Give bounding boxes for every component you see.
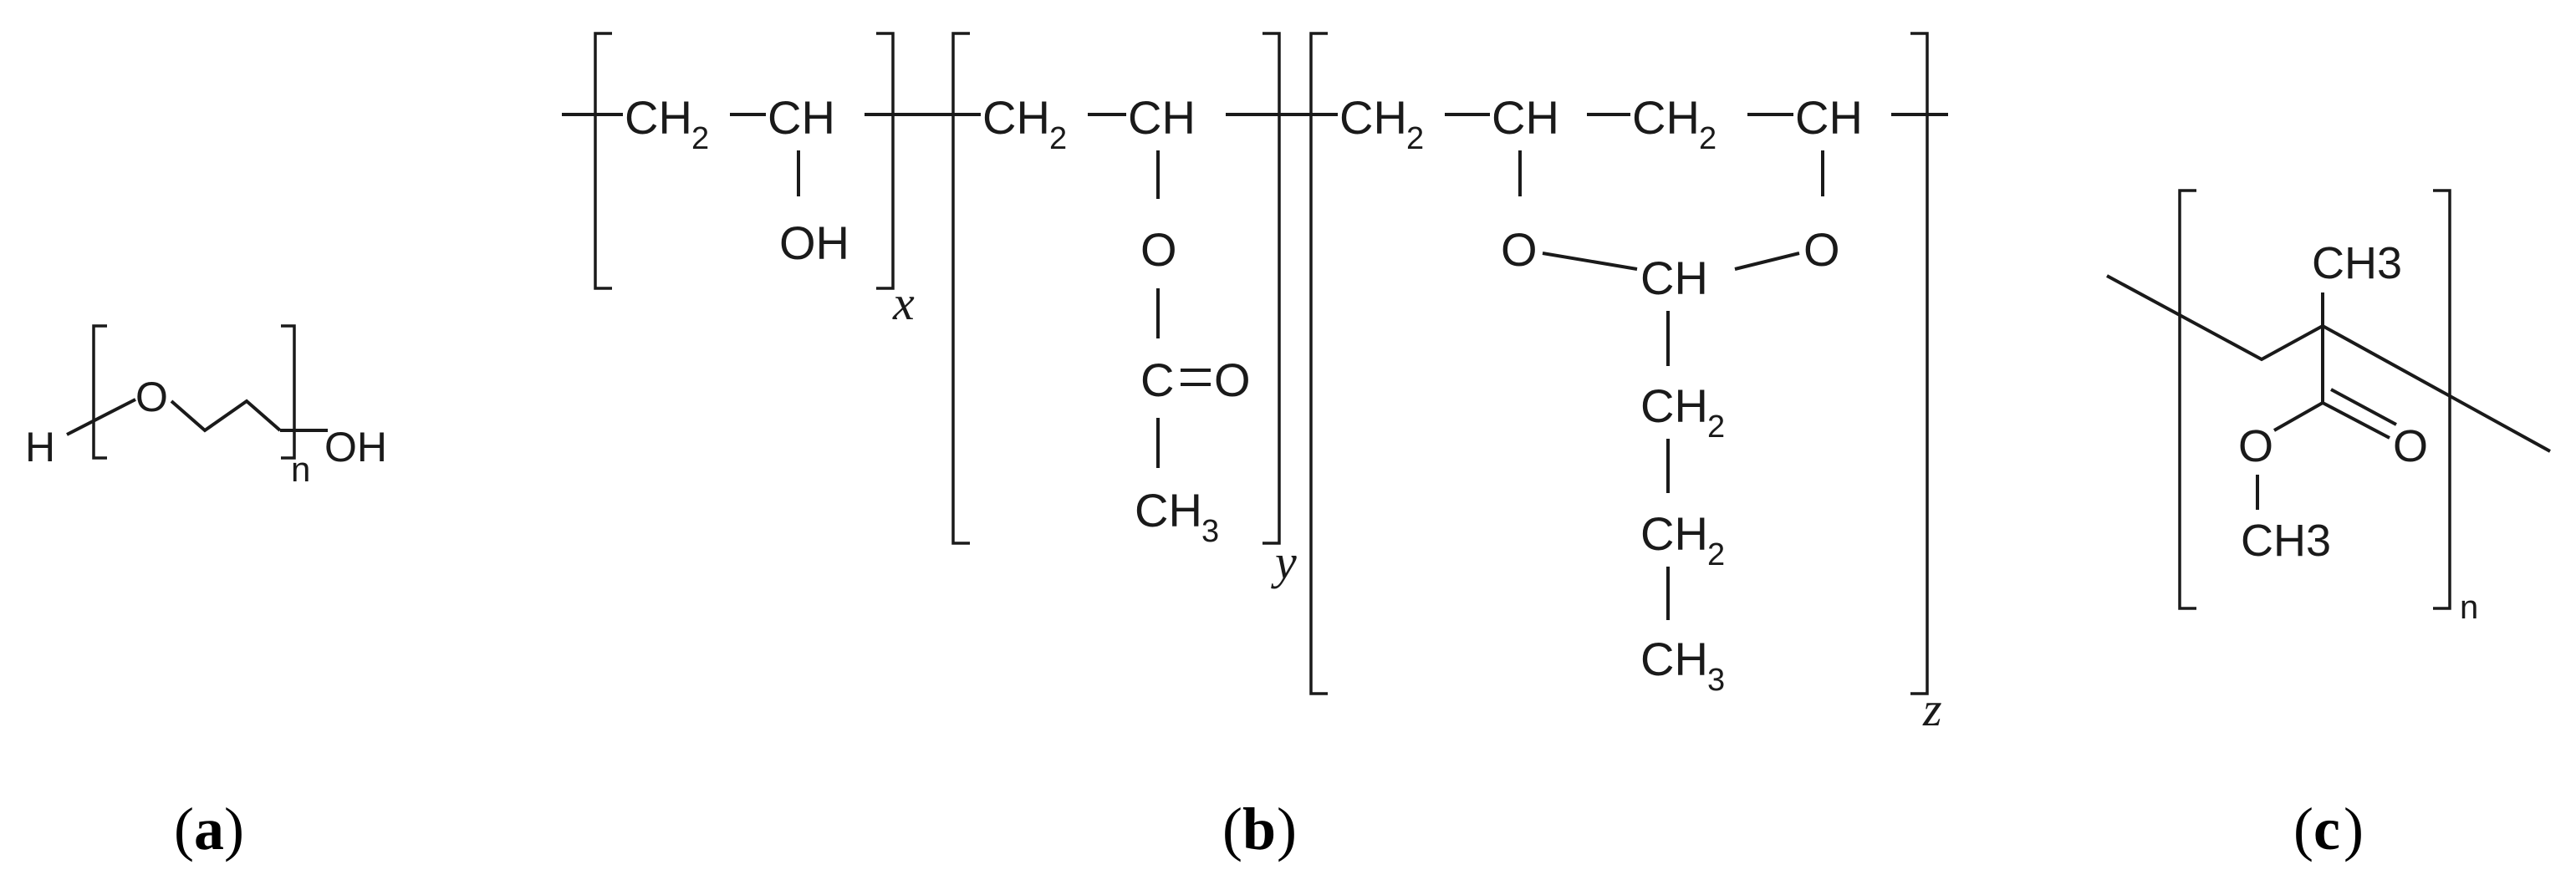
pb-z-bond-o-ch-left	[1542, 252, 1638, 271]
pb-y-ch2: CH	[982, 91, 1050, 144]
pb-z-o-left: O	[1501, 223, 1538, 276]
pb-z-ch3-sub: 3	[1707, 663, 1725, 698]
pc-bond-ester-o	[2273, 401, 2324, 432]
pb-z-ch-b: CH	[1795, 91, 1863, 144]
panel-c-structure: CH3 O O CH3 n	[2106, 189, 2551, 626]
pa-bond-h-o	[66, 398, 136, 436]
pb-z-ch-center: CH	[1640, 252, 1708, 304]
pb-y-o: O	[1140, 223, 1177, 276]
pc-n: n	[2460, 589, 2478, 626]
pb-z-o-right: O	[1803, 223, 1840, 276]
pb-x-oh: OH	[779, 216, 849, 269]
caption-b-close: )	[1277, 796, 1297, 862]
caption-a-open: (	[174, 796, 194, 862]
pa-h: H	[25, 424, 55, 470]
caption-c-close: )	[2344, 796, 2364, 862]
pb-y-ch3: CH	[1135, 484, 1202, 537]
caption-b: ( b )	[1222, 796, 1297, 862]
pb-x-ch2: CH	[625, 91, 692, 144]
pb-x-ch: CH	[768, 91, 835, 144]
pb-z-ch3: CH	[1640, 633, 1708, 685]
caption-b-letter: b	[1242, 796, 1276, 862]
caption-c-letter: c	[2313, 796, 2340, 862]
pb-y-subscript: y	[1271, 535, 1297, 589]
pa-right-bracket	[281, 324, 296, 460]
pb-y-o2: O	[1214, 353, 1251, 406]
pb-x-ch2-sub: 2	[691, 121, 709, 156]
pc-ch3-top: CH3	[2312, 238, 2402, 288]
pa-oh: OH	[324, 424, 387, 470]
pb-y-ch: CH	[1128, 91, 1196, 144]
pb-z-ch2-b-sub: 2	[1699, 121, 1716, 156]
pb-z-ch-a: CH	[1492, 91, 1559, 144]
pb-z-ch2-c: CH	[1640, 379, 1708, 432]
pc-o-ester: O	[2238, 421, 2273, 471]
pc-double-bond-2	[2330, 388, 2397, 426]
pa-n: n	[291, 450, 310, 489]
caption-a-close: )	[224, 796, 244, 862]
pc-backbone	[2106, 274, 2551, 453]
caption-a: ( a )	[174, 796, 244, 862]
pb-z-ch2-d-sub: 2	[1707, 537, 1725, 572]
pb-x-subscript: x	[892, 276, 915, 330]
pc-double-bond-1	[2322, 401, 2390, 440]
pb-y-ch3-sub: 3	[1201, 514, 1219, 549]
pb-y-c: C	[1140, 353, 1174, 406]
pb-x-left-bracket	[594, 32, 612, 290]
pb-z-ch2-a: CH	[1339, 91, 1407, 144]
panel-b-structure: CH 2 CH OH x CH 2 CH O C O CH 3 y CH 2 C…	[562, 32, 1948, 736]
caption-c: ( c )	[2293, 796, 2364, 862]
pb-z-ch2-a-sub: 2	[1406, 121, 1424, 156]
pb-z-subscript: z	[1922, 682, 1942, 736]
caption-b-open: (	[1222, 796, 1242, 862]
pc-ch3-bottom: CH3	[2241, 516, 2331, 566]
pb-y-ch2-sub: 2	[1049, 121, 1067, 156]
caption-c-open: (	[2293, 796, 2313, 862]
pc-o-carbonyl: O	[2393, 421, 2428, 471]
pc-left-bracket	[2178, 189, 2196, 610]
pb-z-ch2-c-sub: 2	[1707, 409, 1725, 445]
pb-y-left-bracket	[951, 32, 970, 545]
pb-x-right-bracket	[876, 32, 895, 290]
pb-z-ch2-d: CH	[1640, 507, 1708, 560]
pc-right-bracket	[2433, 189, 2451, 610]
pb-z-bond-o-ch-right	[1734, 252, 1800, 271]
pb-y-right-bracket	[1262, 32, 1281, 545]
pa-left-bracket	[92, 324, 107, 460]
panel-a-structure: H O n OH	[25, 324, 387, 489]
pb-z-ch2-b: CH	[1632, 91, 1700, 144]
pb-z-right-bracket	[1910, 32, 1929, 695]
pa-chain	[170, 399, 282, 433]
pa-o: O	[135, 374, 168, 420]
pb-z-left-bracket	[1309, 32, 1328, 695]
caption-a-letter: a	[194, 796, 224, 862]
